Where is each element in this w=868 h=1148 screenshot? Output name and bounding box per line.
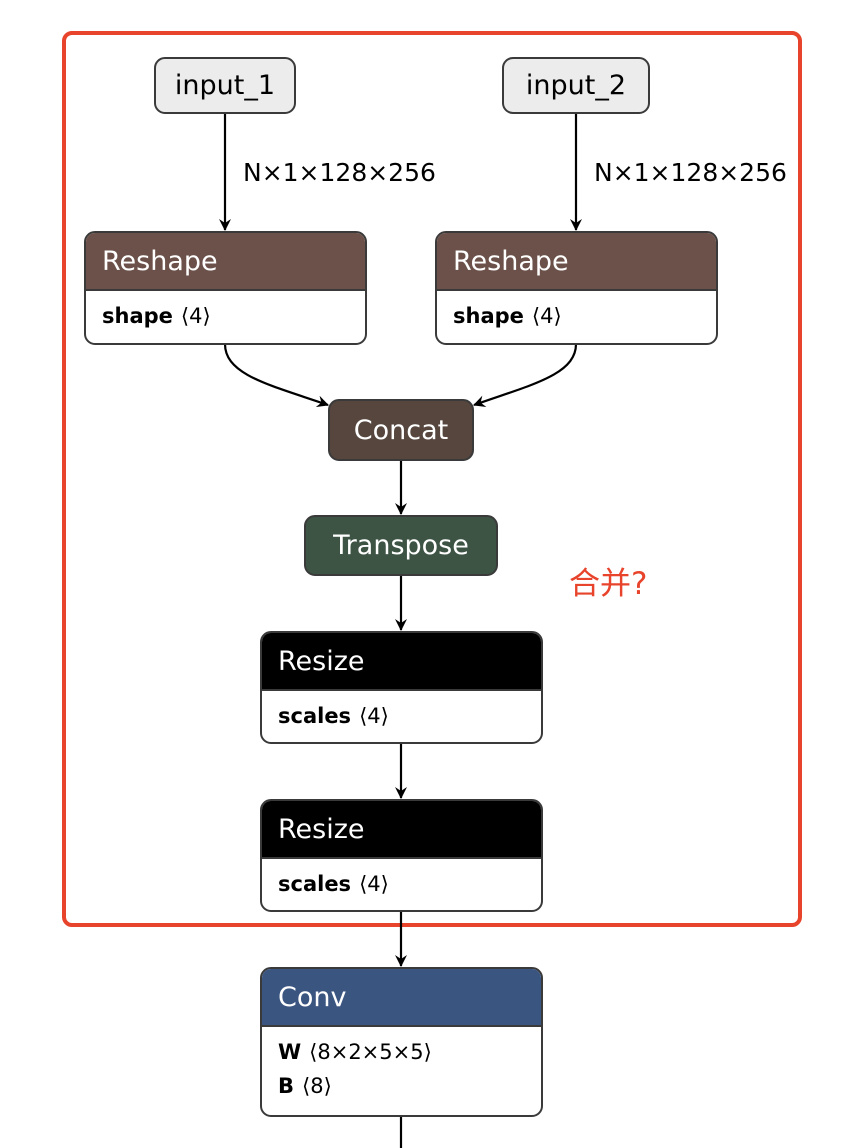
- node-input-1-label: input_1: [174, 70, 276, 101]
- node-resize-2-header: Resize: [262, 801, 541, 859]
- edge-label-input1: N×1×128×256: [243, 158, 436, 187]
- attr-value: ⟨8×2×5×5⟩: [309, 1040, 432, 1064]
- node-resize-2[interactable]: Resize scales ⟨4⟩: [260, 799, 543, 912]
- attr-value: ⟨8⟩: [302, 1074, 332, 1098]
- attr-scales: scales ⟨4⟩: [278, 699, 525, 733]
- attr-name: scales: [278, 872, 352, 896]
- attr-shape: shape ⟨4⟩: [102, 299, 349, 333]
- node-transpose[interactable]: Transpose: [304, 515, 498, 576]
- edge-reshape1-concat: [223, 343, 329, 408]
- node-resize-1-attrs: scales ⟨4⟩: [262, 691, 541, 733]
- attr-scales: scales ⟨4⟩: [278, 867, 525, 901]
- attr-value: ⟨4⟩: [180, 304, 211, 328]
- edge-label-input2: N×1×128×256: [594, 158, 787, 187]
- attr-name: W: [278, 1040, 302, 1064]
- attr-value: ⟨4⟩: [531, 304, 562, 328]
- node-concat[interactable]: Concat: [328, 399, 474, 461]
- node-reshape-2[interactable]: Reshape shape ⟨4⟩: [435, 231, 718, 345]
- attr-shape: shape ⟨4⟩: [453, 299, 700, 333]
- node-reshape-2-attrs: shape ⟨4⟩: [437, 291, 716, 333]
- node-transpose-label: Transpose: [333, 530, 469, 561]
- node-reshape-1[interactable]: Reshape shape ⟨4⟩: [84, 231, 367, 345]
- attr-name: shape: [453, 304, 524, 328]
- node-resize-2-attrs: scales ⟨4⟩: [262, 859, 541, 901]
- node-conv[interactable]: Conv W ⟨8×2×5×5⟩ B ⟨8⟩: [260, 967, 543, 1117]
- attr-value: ⟨4⟩: [359, 704, 389, 728]
- node-reshape-1-attrs: shape ⟨4⟩: [86, 291, 365, 333]
- attr-name: B: [278, 1074, 295, 1098]
- node-conv-attrs: W ⟨8×2×5×5⟩ B ⟨8⟩: [262, 1027, 541, 1103]
- attr-w: W ⟨8×2×5×5⟩: [278, 1035, 525, 1069]
- node-reshape-1-header: Reshape: [86, 233, 365, 291]
- attr-name: shape: [102, 304, 173, 328]
- node-input-2-label: input_2: [525, 70, 627, 101]
- node-resize-1[interactable]: Resize scales ⟨4⟩: [260, 631, 543, 744]
- edge-reshape2-concat: [473, 343, 578, 407]
- attr-b: B ⟨8⟩: [278, 1069, 525, 1103]
- node-concat-label: Concat: [353, 414, 449, 446]
- node-reshape-2-header: Reshape: [437, 233, 716, 291]
- node-input-2[interactable]: input_2: [502, 57, 650, 114]
- merge-note: 合并?: [569, 566, 648, 602]
- node-resize-1-header: Resize: [262, 633, 541, 691]
- node-conv-header: Conv: [262, 969, 541, 1027]
- node-input-1[interactable]: input_1: [154, 57, 296, 114]
- attr-name: scales: [278, 704, 352, 728]
- highlight-frame: [62, 31, 802, 927]
- attr-value: ⟨4⟩: [359, 872, 389, 896]
